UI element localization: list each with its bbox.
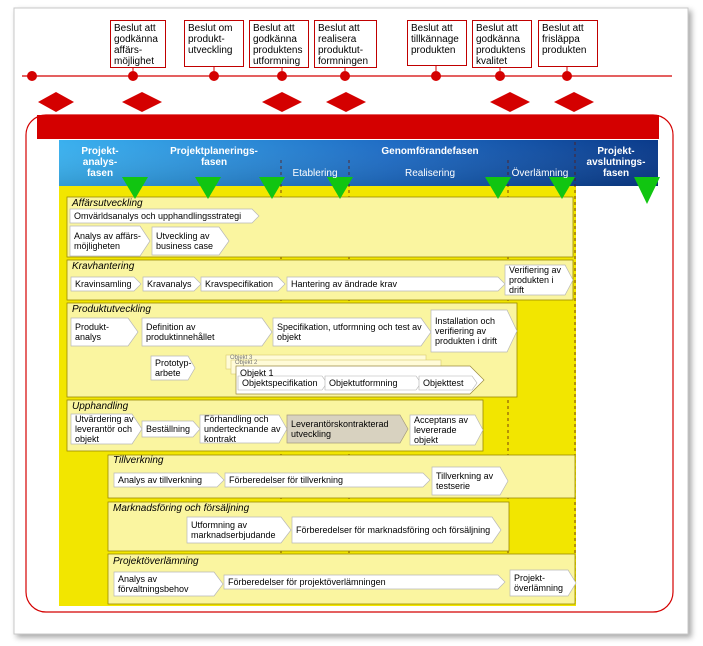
section-title-marknad: Marknadsföring och försäljning [113,503,250,514]
phase-genomforande: Genomförandefasen [381,146,479,157]
activity-forberedelser-tillverkning: Förberedelser för tillverkning [229,475,344,485]
activity-arrows [69,208,577,597]
activity-objekttest: Objekttest [423,378,464,388]
activity-objektutformning: Objektutformning [329,378,398,388]
phase-avslutning: Projekt-avslutnings-fasen [586,146,646,179]
activity-specifikation-objekt: Specifikation, utformning och test av ob… [277,322,422,342]
activity-kravspecifikation: Kravspecifikation [205,279,274,289]
section-title-produktutveckling: Produktutveckling [72,304,151,315]
section-title-upphandling: Upphandling [72,401,129,412]
phase-analys: Projekt-analys-fasen [81,146,119,179]
gate-triangles [122,177,660,204]
activity-forvaltningsbehov: Analys av förvaltningsbehov [118,574,189,594]
activity-installation-verifiering: Installation och verifiering av produkte… [435,316,498,346]
contracted-dev-arrow [286,414,409,444]
activity-bestallning: Beställning [146,424,191,434]
milestone-diamonds [38,92,594,112]
red-band [37,115,659,139]
decision-box-4: Beslut att realisera produktut-formninge… [314,20,377,68]
section-title-overlamning: Projektöverlämning [113,556,199,567]
object-1-label: Objekt 1 [240,367,274,378]
activity-kravinsamling: Kravinsamling [75,279,132,289]
activity-objektspecifikation: Objektspecifikation [242,378,318,388]
phase-planering: Projektplanerings-fasen [170,146,258,168]
phase-realisering: Realisering [404,168,456,179]
activity-kravanalys: Kravanalys [147,279,192,289]
activity-forberedelser-marknad: Förberedelser för marknadsföring och för… [296,525,491,535]
phase-etablering: Etablering [292,168,338,179]
activity-business-case: Utveckling av business case [156,231,214,251]
activity-verifiering-drift: Verifiering av produkten i drift [509,265,562,295]
timeline-dots [27,71,572,81]
phase-overlamning: Överlämning [511,168,569,179]
activity-marknadserbjudande: Utformning av marknadserbjudande [191,520,276,540]
section-title-affarsutveckling: Affärsutveckling [72,198,143,209]
activity-forberedelser-overlamning: Förberedelser för projektöverlämningen [228,577,386,587]
activity-analys-affarsmojlighet: Analys av affärs-möjligheten [74,231,141,251]
decision-box-1: Beslut att godkänna affärs-möjlighet [110,20,166,68]
activity-acceptans: Acceptans av levererade objekt [414,415,469,445]
decision-box-6: Beslut att godkänna produktens kvalitet [472,20,532,68]
activity-analys-tillverkning: Analys av tillverkning [118,475,203,485]
section-title-kravhantering: Kravhantering [72,261,135,272]
decision-box-7: Beslut att frisläppa produkten [538,20,598,67]
activity-definition-produktinnehall: Definition av produktinnehållet [146,322,215,342]
object-2-label: Objekt 2 [235,360,258,366]
object-3-label: Objekt 3 [230,355,253,361]
activity-leverantorskontrakterad: Leverantörskontrakterad utveckling [291,419,389,439]
activity-produktanalys: Produkt-analys [75,322,110,342]
decision-box-2: Beslut om produkt-utveckling [184,20,244,67]
decision-connectors [132,66,568,71]
object-stack [225,354,485,395]
activity-utvardering-leverantor: Utvärdering av leverantör och objekt [75,414,134,444]
decision-box-5: Beslut att tillkännage produkten [407,20,467,66]
activity-prototyparbete: Prototyp-arbete [155,358,192,378]
activity-projektoverlamning: Projekt-överlämning [514,573,564,593]
decision-box-3: Beslut att godkänna produktens utformnin… [249,20,309,68]
activity-forhandling-kontrakt: Förhandling och undertecknande av kontra… [204,414,281,444]
project-frame [25,114,674,613]
activity-andrade-krav: Hantering av ändrade krav [291,279,398,289]
activity-omvarldsanalys: Omvärldsanalys och upphandlingsstrategi [74,211,242,221]
section-title-tillverkning: Tillverkning [113,455,164,466]
activity-testserie: Tillverkning av testserie [436,471,494,491]
